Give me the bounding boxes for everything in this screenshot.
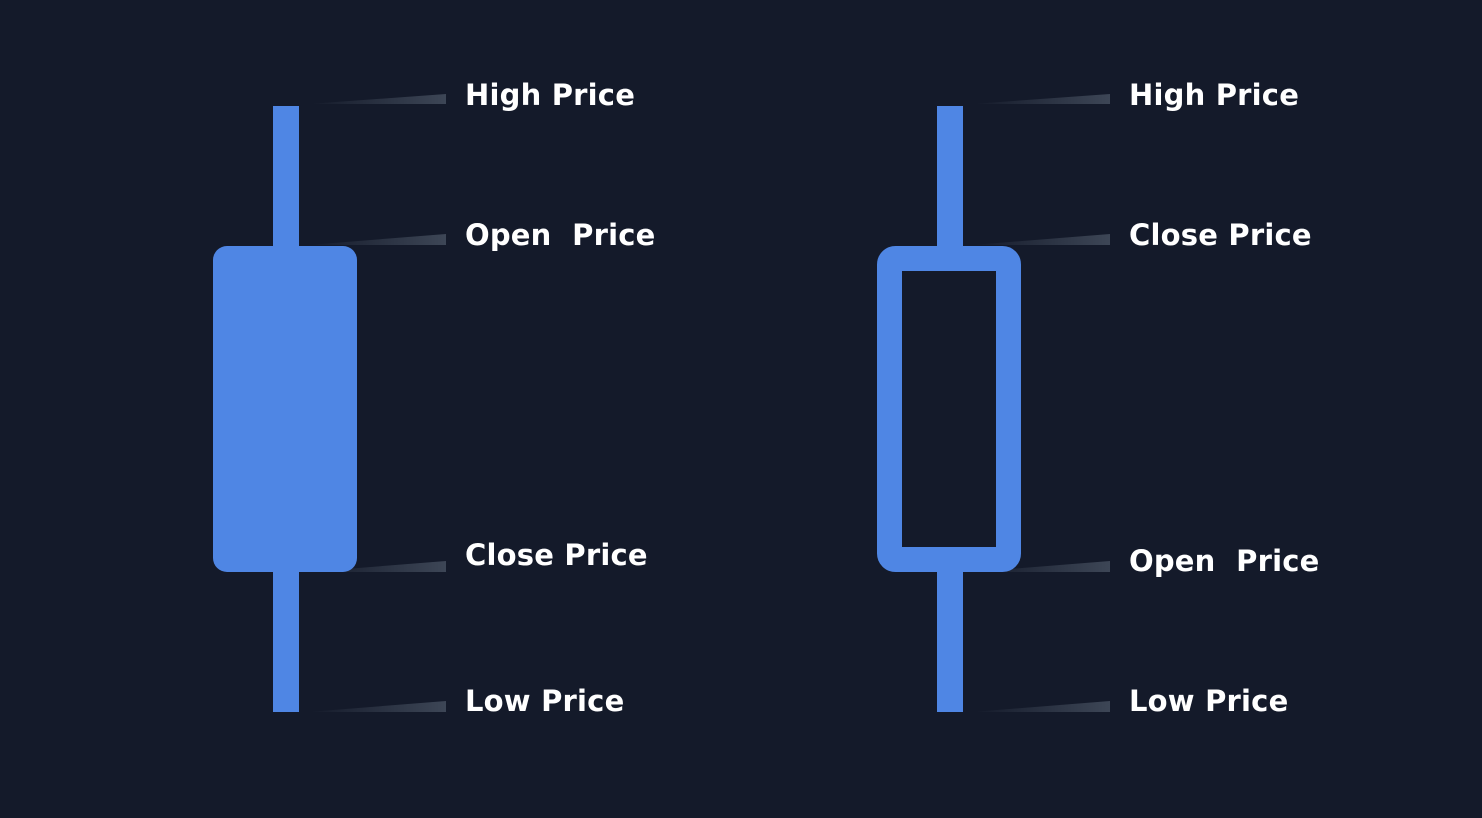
leader-line-low-left [308, 701, 446, 712]
label-low-left: Low Price [465, 684, 625, 718]
label-high-left: High Price [465, 78, 636, 112]
leader-line-close-right [972, 234, 1110, 245]
label-close-left: Close Price [465, 538, 648, 572]
upper-wick [273, 106, 299, 256]
leader-line-open-left [308, 234, 446, 245]
candle-body [213, 246, 357, 572]
lower-wick [273, 562, 299, 712]
upper-wick [937, 106, 963, 256]
label-open-left: Open Price [465, 218, 656, 252]
leader-line-low-right [972, 701, 1110, 712]
label-open-right: Open Price [1129, 544, 1320, 578]
leader-line-high-left [308, 94, 446, 104]
candle-filled [213, 106, 357, 712]
leader-line-high-right [972, 94, 1110, 104]
lower-wick [937, 562, 963, 712]
label-high-right: High Price [1129, 78, 1300, 112]
label-low-right: Low Price [1129, 684, 1289, 718]
candle-body-outline [877, 246, 1021, 572]
label-close-right: Close Price [1129, 218, 1312, 252]
candle-hollow [877, 106, 1021, 712]
